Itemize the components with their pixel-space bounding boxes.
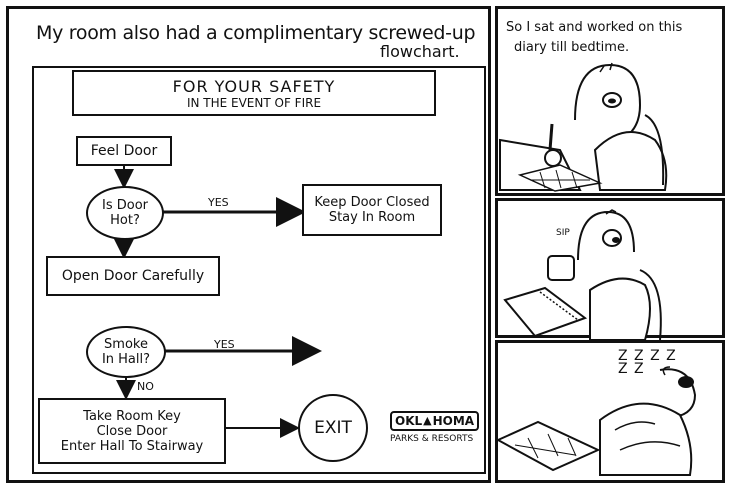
flowchart-header-title: FOR YOUR SAFETY xyxy=(172,76,336,96)
flowchart-header-subtitle: IN THE EVENT OF FIRE xyxy=(186,95,322,110)
take-room-key-line-2: Close Door xyxy=(96,423,168,439)
take-room-key-box: Take Room Key Close Door Enter Hall To S… xyxy=(38,398,226,464)
is-door-hot-line-1: Is Door xyxy=(101,198,148,213)
left-caption-line-1: My room also had a complimentary screwed… xyxy=(36,22,476,44)
keep-door-closed-box: Keep Door Closed Stay In Room xyxy=(302,184,442,236)
right-caption-line-2: diary till bedtime. xyxy=(514,40,630,55)
zzz-sfx: Z Z Z Z Z Z xyxy=(618,348,676,377)
feel-door-label: Feel Door xyxy=(90,143,158,159)
oklahoma-logo: OKL ▲ HOMA PARKS & RESORTS xyxy=(390,410,480,454)
is-door-hot-line-2: Hot? xyxy=(110,213,140,228)
right-caption-line-1: So I sat and worked on this xyxy=(506,20,683,35)
open-door-carefully-label: Open Door Carefully xyxy=(61,268,205,284)
open-door-carefully-box: Open Door Carefully xyxy=(46,256,220,296)
tree-icon: ▲ xyxy=(423,414,432,427)
exit-circle: EXIT xyxy=(298,394,368,462)
yes-label-2: YES xyxy=(214,338,235,351)
keep-door-closed-line-2: Stay In Room xyxy=(328,210,416,225)
is-door-hot-decision: Is Door Hot? xyxy=(86,186,164,240)
feel-door-box: Feel Door xyxy=(76,136,172,166)
oklahoma-logo-wordmark: OKL ▲ HOMA xyxy=(390,411,480,431)
exit-label: EXIT xyxy=(314,418,352,438)
smoke-in-hall-line-2: In Hall? xyxy=(101,352,151,367)
left-caption-line-2: flowchart. xyxy=(380,42,460,61)
flowchart-header: FOR YOUR SAFETY IN THE EVENT OF FIRE xyxy=(72,70,436,116)
sip-sfx: SIP xyxy=(556,228,570,238)
smoke-in-hall-line-1: Smoke xyxy=(104,337,148,352)
take-room-key-line-3: Enter Hall To Stairway xyxy=(60,438,204,454)
take-room-key-line-1: Take Room Key xyxy=(83,408,181,424)
keep-door-closed-line-1: Keep Door Closed xyxy=(314,195,430,210)
oklahoma-logo-tagline: PARKS & RESORTS xyxy=(390,434,474,444)
no-label: NO xyxy=(137,380,154,393)
smoke-in-hall-decision: Smoke In Hall? xyxy=(86,326,166,378)
yes-label-1: YES xyxy=(208,196,229,209)
